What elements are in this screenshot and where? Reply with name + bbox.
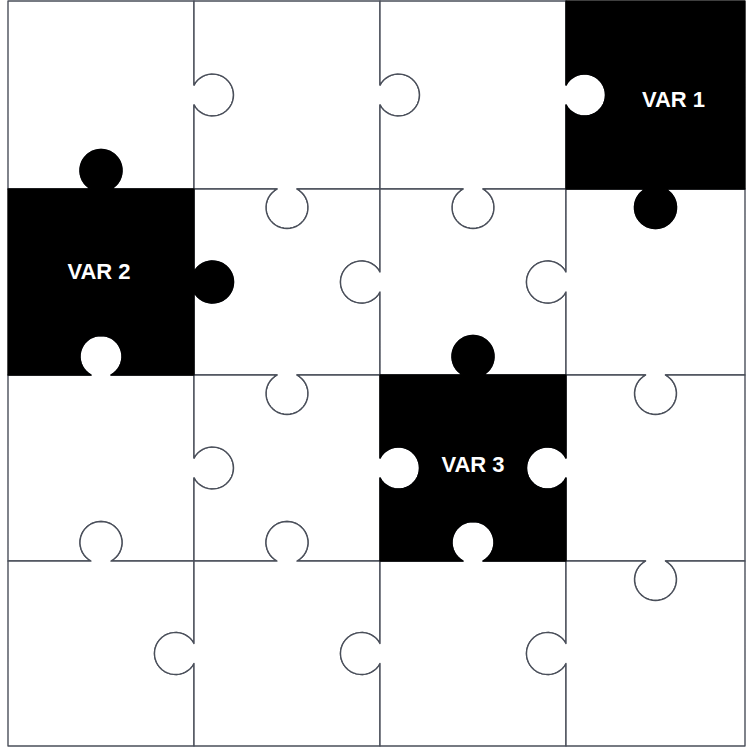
- puzzle-piece: [154, 521, 380, 746]
- puzzle-piece: [8, 521, 194, 746]
- piece-shape: [566, 1, 745, 229]
- variable-label: VAR 1: [642, 87, 705, 113]
- puzzle-piece-highlighted: VAR 2: [0, 139, 244, 425]
- variable-label: VAR 3: [441, 452, 504, 478]
- puzzle-piece: [526, 561, 745, 746]
- piece-shape: [8, 149, 234, 375]
- piece-shape: [380, 335, 566, 561]
- puzzle-piece-highlighted: VAR 1: [516, 0, 746, 239]
- piece-outline: [516, 0, 746, 239]
- puzzle-piece-highlighted: VAR 3: [330, 325, 616, 611]
- variable-label: VAR 2: [67, 259, 130, 285]
